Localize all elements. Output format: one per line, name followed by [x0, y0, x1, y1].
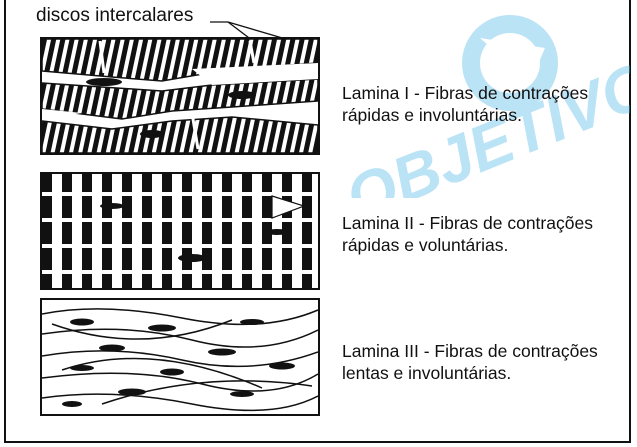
lamina-ii-caption: Lamina II - Fibras de contrações rápidas… [342, 212, 632, 256]
watermark-circle-icon [462, 15, 558, 111]
lamina-ii-line1: Lamina II - Fibras de contrações [342, 213, 593, 233]
lamina-i-plate [40, 37, 320, 155]
discos-intercalares-label: discos intercalares [36, 5, 194, 26]
lamina-i-caption: Lamina I - Fibras de contrações rápidas … [342, 82, 632, 126]
lamina-iii-caption: Lamina III - Fibras de contrações lentas… [342, 340, 632, 384]
lamina-iii-line2: lentas e involuntárias. [342, 363, 512, 383]
lamina-iii-line1: Lamina III - Fibras de contrações [342, 341, 598, 361]
objetivo-watermark: OBJETIVO [336, 15, 630, 198]
lamina-ii-line2: rápidas e voluntárias. [342, 235, 509, 255]
lamina-i-line1: Lamina I - Fibras de contrações [342, 83, 589, 103]
lamina-iii-plate [40, 298, 320, 416]
lamina-ii-plate [40, 172, 320, 290]
lamina-i-line2: rápidas e involuntárias. [342, 105, 522, 125]
